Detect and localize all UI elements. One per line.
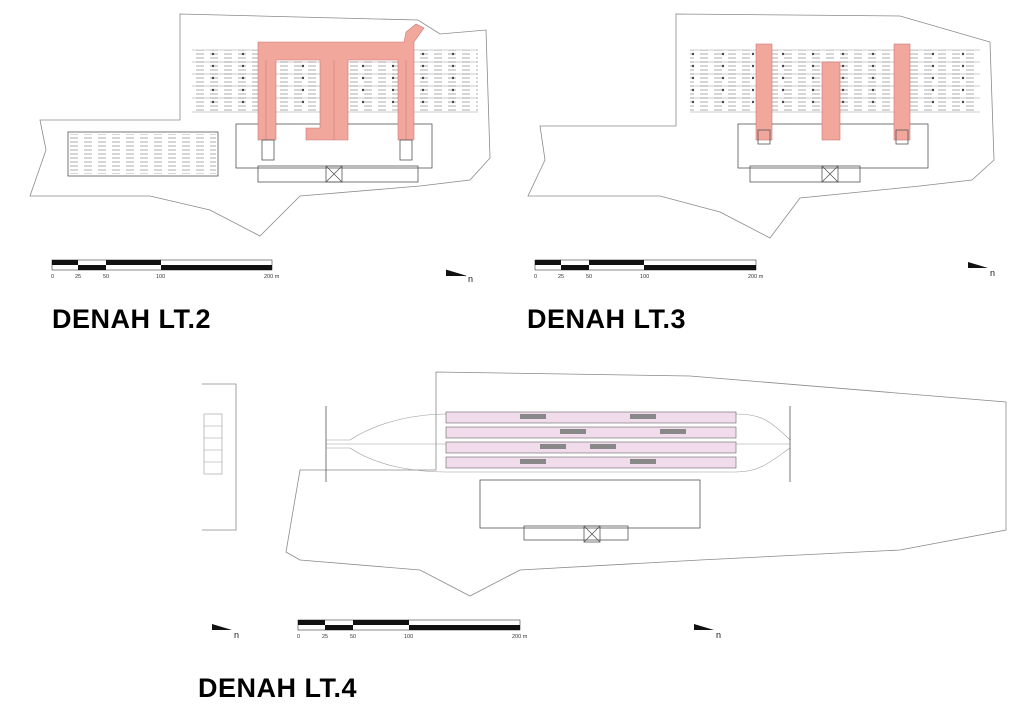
concourse-highlight-lt2 [257,23,425,141]
scale-tick-lt2-3: 100 [156,274,165,280]
north-arrow-lt4-right-icon: n [694,624,721,640]
site-boundary-lt3 [527,13,995,239]
scale-tick-lt4-2: 50 [350,634,356,640]
stair-lt2-a [261,139,275,161]
plan-lt3 [527,13,995,239]
scale-tick-lt4-1: 25 [322,634,328,640]
plan-title-lt2: DENAH LT.2 [52,304,212,334]
scale-tick-lt2-2: 50 [103,274,109,280]
scale-bar-lt4: 0 25 50 100 200 m [297,619,528,640]
left-building-outline-lt4 [202,383,237,531]
station-core-lt2 [325,165,343,183]
site-boundary-lt4 [285,371,1007,597]
plan-lt2 [29,13,491,237]
plan-lt4 [202,371,1007,597]
scale-tick-lt3-4: 200 m [748,274,764,280]
scale-tick-lt2-0: 0 [51,274,54,280]
stair-lt2-b [399,139,413,161]
station-entrance-lt3 [749,165,861,183]
scale-tick-lt3-1: 25 [558,274,564,280]
left-building-grid-lt4 [203,413,223,475]
left-building-grid-lt2 [70,134,216,174]
scale-tick-lt2-1: 25 [75,274,81,280]
platforms-highlight-lt4 [445,411,737,469]
station-core-lt3 [821,165,839,183]
scale-tick-lt4-0: 0 [297,634,300,640]
station-hall-lt4 [479,479,701,529]
station-entrance-lt4 [523,525,629,541]
site-boundary-lt2 [29,13,491,237]
scale-tick-lt4-3: 100 [404,634,413,640]
plan-title-lt3: DENAH LT.3 [527,304,687,334]
scale-tick-lt2-4: 200 m [264,274,280,280]
concourse-highlight-lt3-c [893,43,911,141]
scale-tick-lt4-4: 200 m [512,634,528,640]
north-label-lt4-left: n [234,630,239,640]
scale-bar-lt3: 0 25 50 100 200 m [534,259,764,280]
north-label-lt3: n [990,268,995,278]
north-arrow-lt4-left-icon: n [212,624,239,640]
plan-title-lt4: DENAH LT.4 [198,673,358,703]
scale-tick-lt3-3: 100 [640,274,649,280]
north-label-lt2: n [468,274,473,284]
concourse-highlight-lt3-a [755,43,773,141]
north-label-lt4-right: n [716,630,721,640]
stair-lt3-a [757,129,771,145]
north-arrow-lt3-icon: n [968,262,995,278]
stair-lt3-b [895,129,909,145]
scale-bar-lt2: 0 25 50 100 200 m [51,259,280,280]
station-core-lt4 [583,525,601,543]
concourse-highlight-lt3-b [821,61,841,141]
scale-tick-lt3-2: 50 [586,274,592,280]
north-arrow-lt2-icon: n [445,269,473,284]
scale-tick-lt3-0: 0 [534,274,537,280]
left-building-lt2 [67,131,219,177]
